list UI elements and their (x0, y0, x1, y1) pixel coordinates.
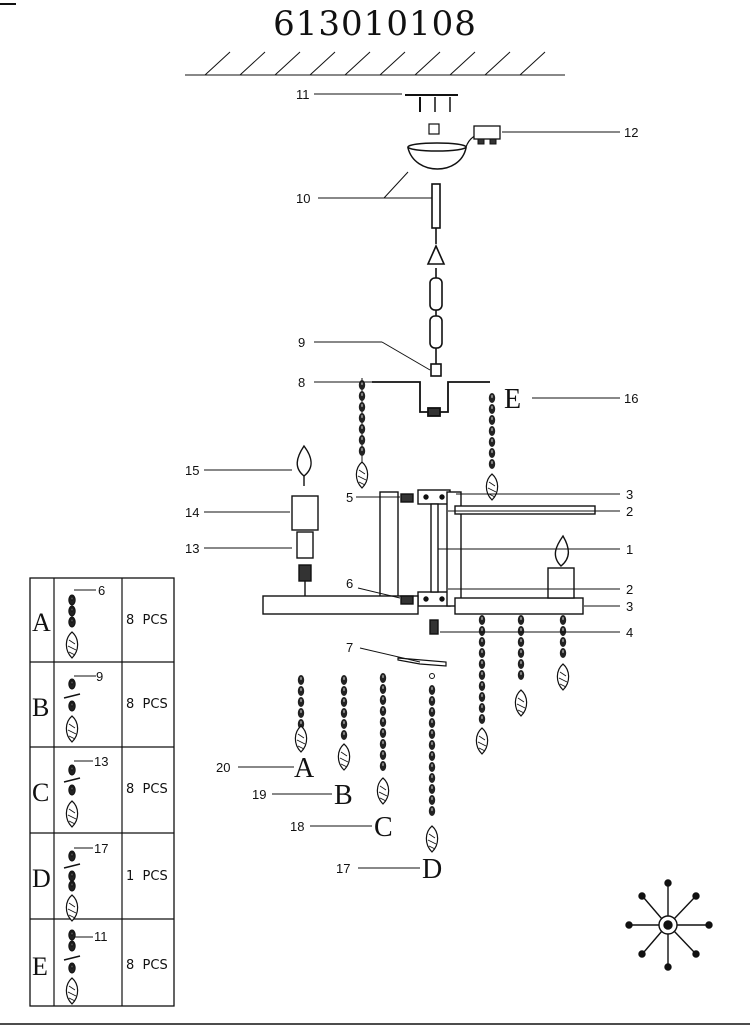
crystal-strand-b (337, 675, 351, 771)
label-1: 1 (626, 542, 633, 557)
table-row-ref: 6 (98, 583, 105, 598)
label-11: 11 (296, 87, 310, 102)
label-16: 16 (624, 391, 638, 406)
socket-exploded (291, 444, 319, 596)
letter-e: E (504, 384, 521, 415)
top-hook-bracket (372, 381, 490, 417)
label-7: 7 (346, 640, 353, 655)
label-19: 19 (252, 787, 266, 802)
table-row-ref: 13 (94, 754, 108, 769)
canopy (407, 123, 485, 170)
table-row-qty: 8 PCS (126, 613, 168, 628)
table-row-letter: C (32, 778, 49, 807)
label-12: 12 (624, 125, 638, 140)
crystal-strand-c (376, 673, 390, 805)
label-2-top: 2 (626, 504, 633, 519)
letter-c: C (374, 812, 393, 843)
letter-b: B (334, 780, 353, 811)
model-number-title: 613010108 (273, 4, 477, 44)
crystal-strand-top-left (355, 378, 369, 489)
crystal-strands-under-arm (475, 615, 570, 755)
arm-assembly (262, 489, 596, 635)
part-number-labels: 11 12 10 9 8 16 15 14 13 5 6 7 3 2 1 2 3… (185, 87, 638, 876)
label-17: 17 (336, 861, 350, 876)
label-5: 5 (346, 490, 353, 505)
table-row-letter: E (32, 952, 48, 981)
leader-lines (204, 93, 620, 869)
table-row-qty: 8 PCS (126, 782, 168, 797)
label-13: 13 (185, 541, 199, 556)
table-row-qty: 1 PCS (126, 869, 168, 884)
mounting-bar (405, 94, 458, 112)
crystal-table: A B C D E 6 9 13 17 11 8 PCS 8 PCS 8 PCS… (29, 577, 175, 1007)
letter-d: D (422, 854, 442, 885)
label-18: 18 (290, 819, 304, 834)
label-8: 8 (298, 375, 305, 390)
candle-right (547, 534, 575, 599)
label-9: 9 (298, 335, 305, 350)
crystal-strand-a (294, 675, 308, 753)
label-20: 20 (216, 760, 230, 775)
table-row-ref: 11 (94, 929, 108, 944)
letter-a: A (294, 753, 315, 784)
chandelier-top-view (625, 879, 713, 971)
label-3-bottom: 3 (626, 599, 633, 614)
label-6: 6 (346, 576, 353, 591)
label-15: 15 (185, 463, 199, 478)
label-3-top: 3 (626, 487, 633, 502)
table-strand-icons (63, 589, 96, 1005)
crystal-strand-e (485, 393, 499, 501)
label-2-bottom: 2 (626, 582, 633, 597)
strand-letters: E A B C D (294, 384, 521, 885)
label-14: 14 (185, 505, 199, 520)
table-row-letter: D (32, 864, 51, 893)
table-row-qty: 8 PCS (126, 958, 168, 973)
table-row-qty: 8 PCS (126, 697, 168, 712)
table-row-ref: 17 (94, 841, 108, 856)
table-row-letter: B (32, 693, 49, 722)
label-4: 4 (626, 625, 633, 640)
table-row-ref: 9 (96, 669, 103, 684)
ceiling-line (185, 51, 565, 76)
crystal-strand-d (397, 657, 447, 853)
terminal-block (473, 125, 501, 145)
table-row-letter: A (32, 608, 51, 637)
hanging-chain (426, 183, 446, 377)
label-10: 10 (296, 191, 310, 206)
